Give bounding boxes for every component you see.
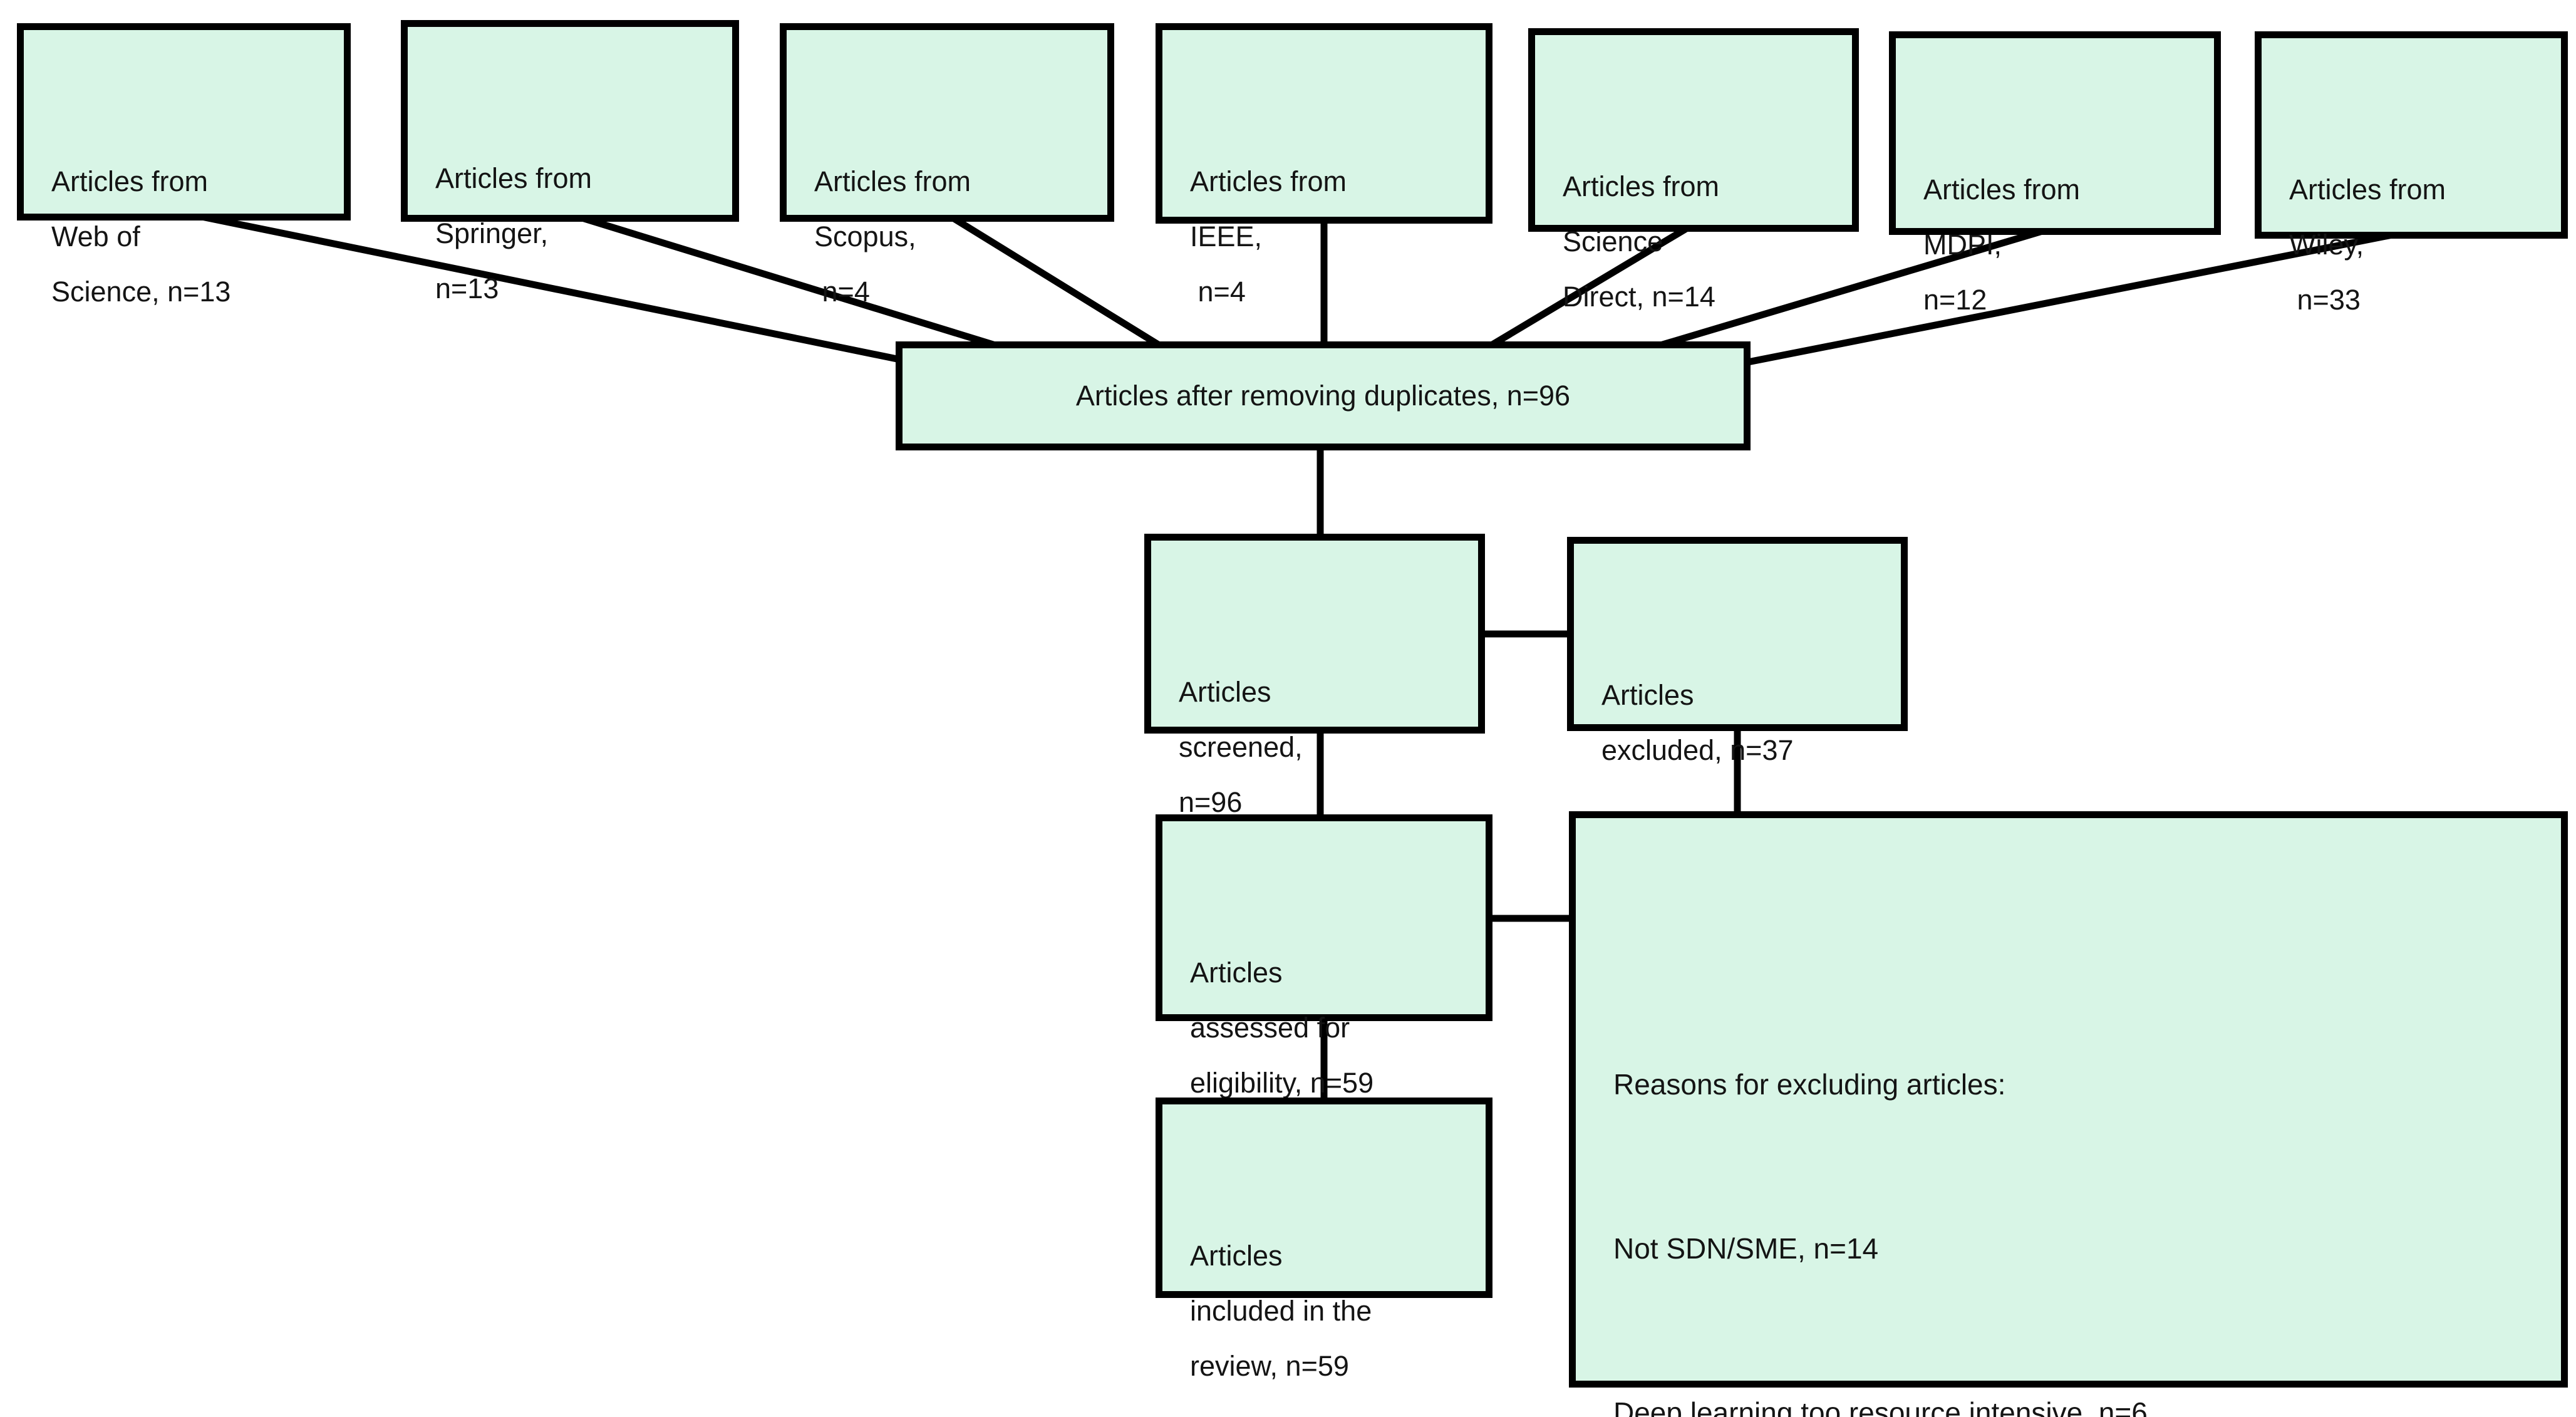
source-box-label: Articles from Web of Science, n=13 <box>51 165 231 308</box>
excluded-box: Articles excluded, n=37 <box>1567 537 1908 766</box>
assessed-box-label: Articles assessed for eligibility, n=59 <box>1190 957 1374 1099</box>
source-box-wiley: Articles from Wiley, n=33 <box>2255 31 2568 316</box>
screened-box: Articles screened, n=96 <box>1144 534 1485 818</box>
exclusion-reason-item: Deep learning too resource intensive, n=… <box>1613 1396 2148 1417</box>
included-box-label: Articles included in the review, n=59 <box>1190 1240 1372 1382</box>
duplicates-box-label: Articles after removing duplicates, n=96 <box>1075 380 1571 412</box>
source-box-label: Articles from MDPI, n=12 <box>1923 174 2081 316</box>
source-box-label: Articles from Wiley, n=33 <box>2289 174 2446 316</box>
assessed-box: Articles assessed for eligibility, n=59 <box>1156 814 1492 1099</box>
exclusion-reasons-title: Reasons for excluding articles: <box>1613 1068 2006 1101</box>
source-box-label: Articles from Springer, n=13 <box>435 162 592 304</box>
duplicates-box: Articles after removing duplicates, n=96 <box>896 341 1751 450</box>
exclusion-reasons-list: Reasons for excluding articles: Not SDN/… <box>1576 928 2561 1417</box>
source-box-ieee: Articles from IEEE, n=4 <box>1156 23 1492 308</box>
source-box-scopus: Articles from Scopus, n=4 <box>780 23 1114 308</box>
included-box: Articles included in the review, n=59 <box>1156 1098 1492 1382</box>
source-box-label: Articles from Scopus, n=4 <box>814 165 971 308</box>
excluded-box-label: Articles excluded, n=37 <box>1601 679 1794 766</box>
screened-box-label: Articles screened, n=96 <box>1179 676 1303 818</box>
source-box-label: Articles from IEEE, n=4 <box>1190 165 1347 308</box>
source-box-web-of-science: Articles from Web of Science, n=13 <box>17 23 351 308</box>
source-box-science-direct: Articles from Science Direct, n=14 <box>1528 28 1859 313</box>
source-box-label: Articles from Science Direct, n=14 <box>1563 170 1720 313</box>
exclusion-reasons-box: Reasons for excluding articles: Not SDN/… <box>1569 811 2568 1417</box>
source-box-springer: Articles from Springer, n=13 <box>401 20 739 304</box>
exclusion-reason-item: Not SDN/SME, n=14 <box>1613 1232 1879 1265</box>
source-box-mdpi: Articles from MDPI, n=12 <box>1889 31 2221 316</box>
